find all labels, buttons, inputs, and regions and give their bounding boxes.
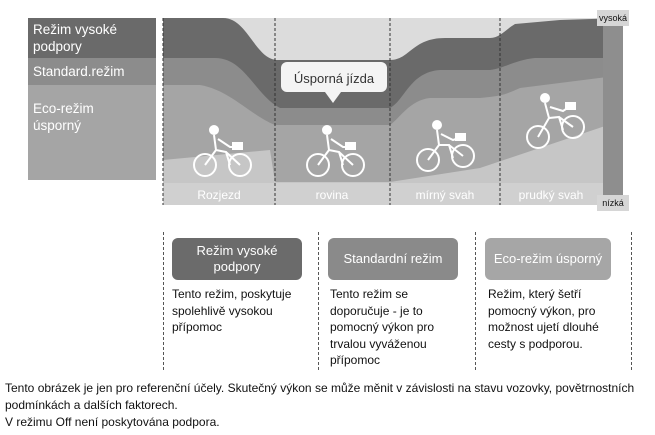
terrain-label-start: Rozjezd	[197, 188, 240, 202]
footnote: Tento obrázek je jen pro referenční účel…	[5, 380, 650, 431]
card-divider	[163, 232, 164, 370]
cyclist-icon	[526, 93, 585, 149]
legend-eco-label: Eco-režim úsporný	[33, 101, 94, 133]
card-standard-desc: Tento režim se doporučuje - je to pomocn…	[330, 287, 435, 367]
card-divider	[631, 232, 632, 370]
footnote-line: podmínkách a dalších faktorech.	[5, 398, 178, 412]
mode-cards: Režim vysoké podpory Tento režim, poskyt…	[0, 232, 655, 372]
legend-standard-block	[28, 58, 156, 85]
assist-level-chart: vysoká nízká Úsporná jízda Rozjezd rovin…	[162, 10, 629, 211]
cyclist-icon	[306, 125, 365, 177]
card-high-title: Režim vysoké podpory	[172, 238, 302, 280]
legend-high-block	[28, 18, 156, 58]
economy-callout	[281, 62, 387, 92]
scale-high-label: vysoká	[599, 13, 627, 23]
scale-low-box	[597, 195, 629, 211]
scale-low-label: nízká	[602, 198, 624, 208]
footnote-line: Tento obrázek je jen pro referenční účel…	[5, 381, 635, 395]
card-eco-desc: Režim, který šetří pomocný výkon, pro mo…	[488, 287, 599, 351]
terrain-label-flat: rovina	[316, 188, 349, 202]
card-high-desc: Tento režim, poskytuje spolehlivě vysoko…	[172, 287, 292, 334]
card-eco-title: Eco-režim úsporný	[485, 238, 611, 280]
legend-high-label: Režim vysoké podpory	[33, 22, 118, 54]
legend-eco-block	[28, 85, 156, 180]
economy-callout-text: Úsporná jízda	[294, 71, 375, 86]
assist-scale-bar	[603, 18, 623, 205]
assist-mode-diagram: vysoká nízká Úsporná jízda Rozjezd rovin…	[28, 10, 629, 211]
card-divider	[318, 232, 319, 370]
scale-high-box	[597, 10, 629, 26]
card-standard-title: Standardní režim	[328, 238, 458, 280]
cyclist-icon	[193, 125, 252, 177]
cyclist-icon	[416, 120, 475, 172]
card-divider	[475, 232, 476, 370]
terrain-label-moderate-slope: mírný svah	[416, 188, 475, 202]
economy-callout-pointer	[325, 92, 341, 103]
legend-standard-label: Standard.režim	[33, 64, 125, 79]
terrain-label-steep-slope: prudký svah	[519, 188, 584, 202]
footnote-line: V režimu Off není poskytována podpora.	[5, 415, 220, 429]
terrain-strip	[163, 183, 603, 205]
